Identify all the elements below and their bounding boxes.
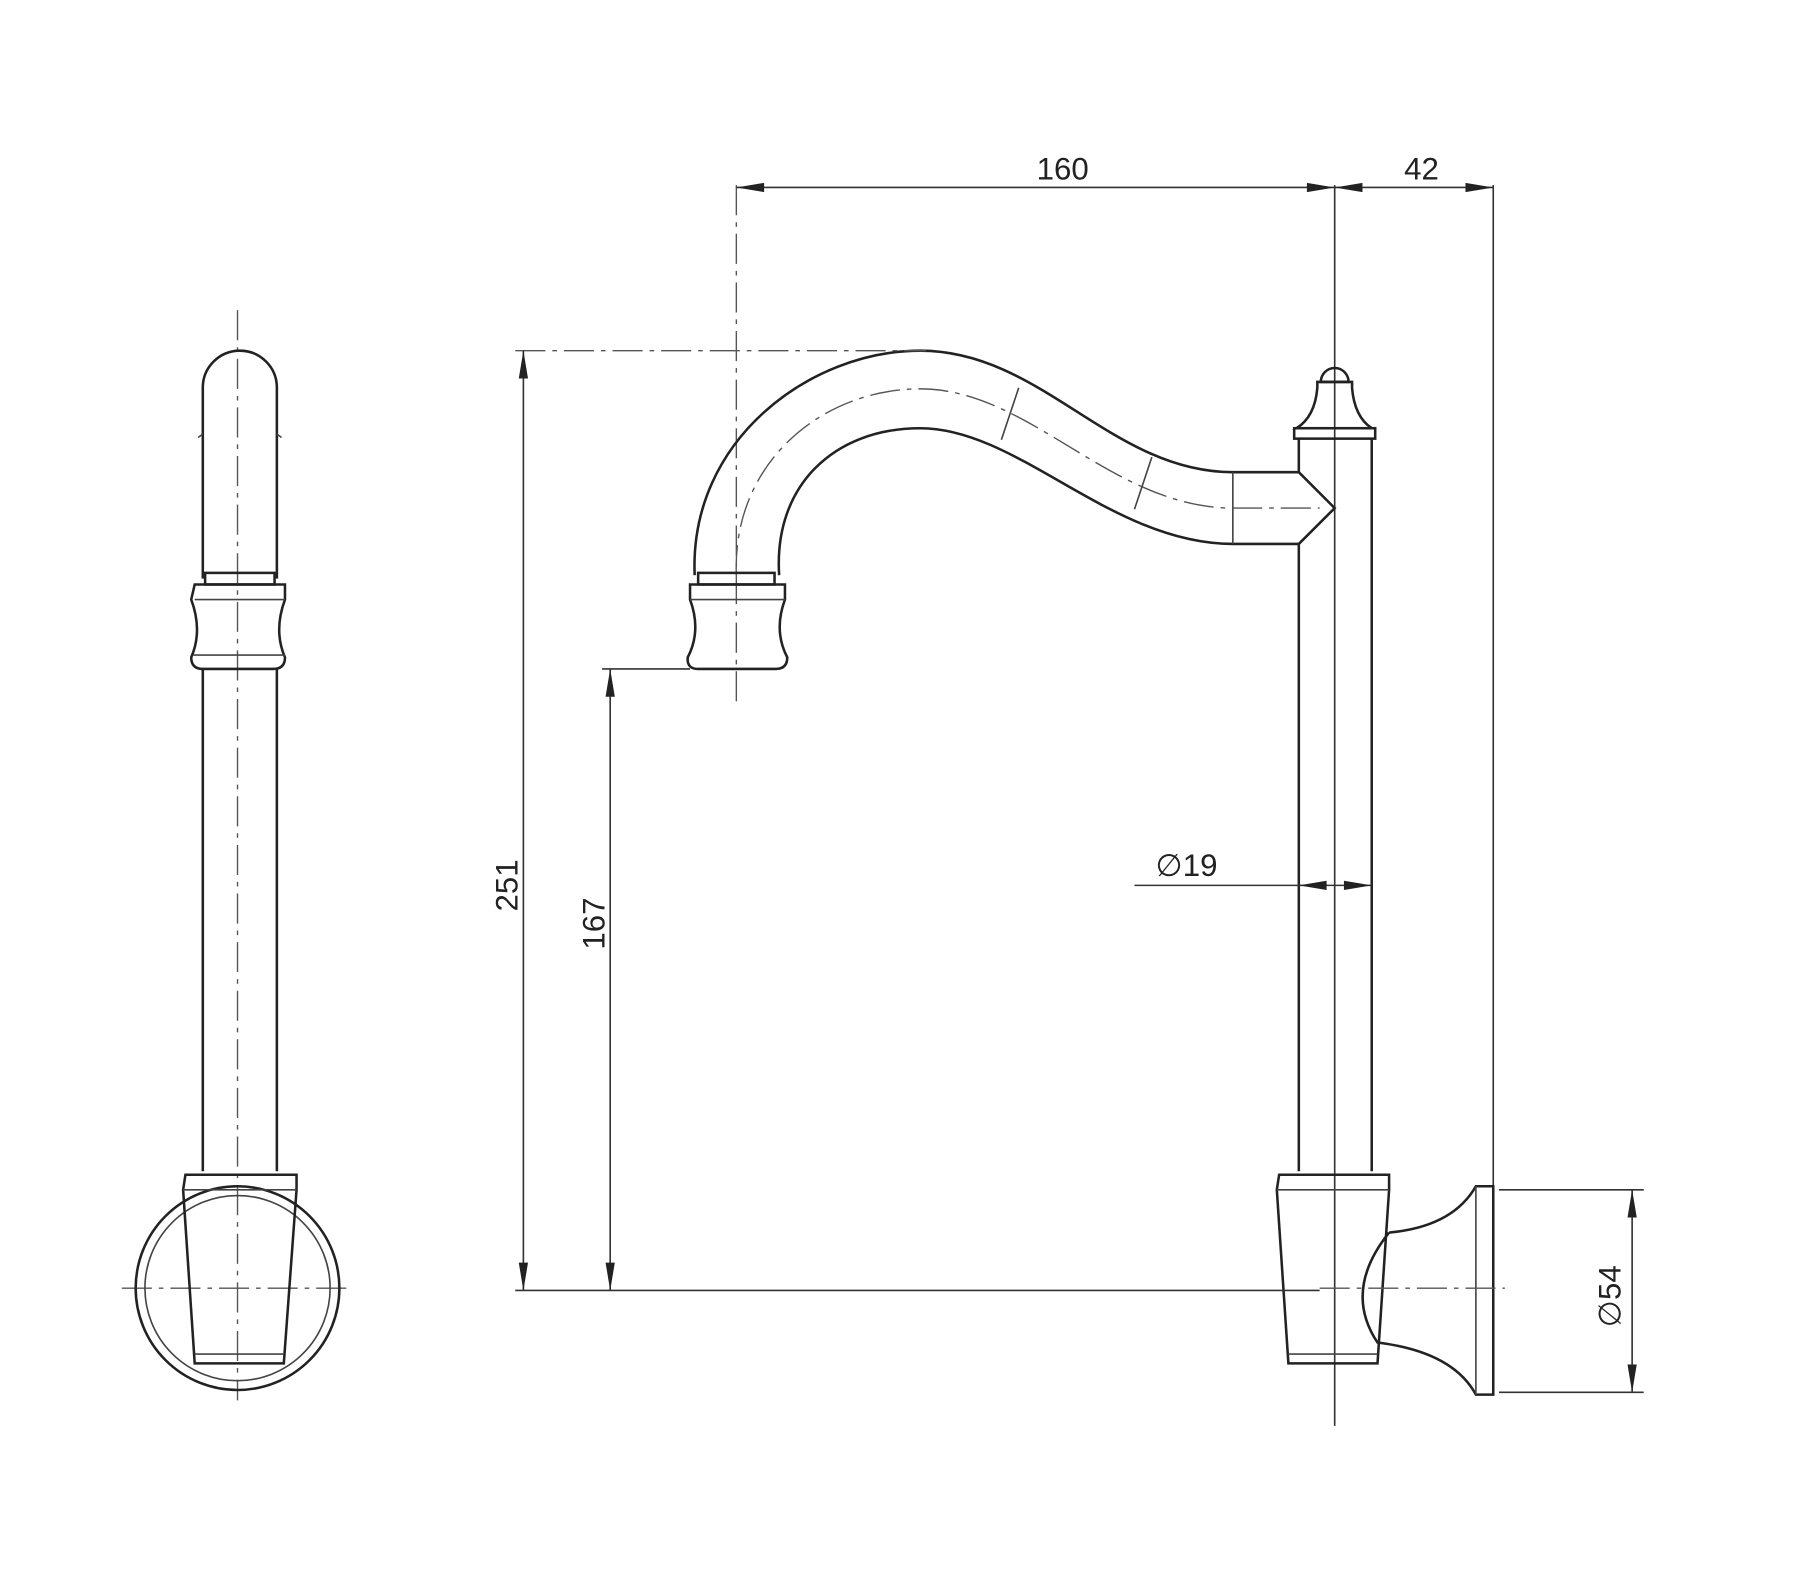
dimension-diameter-19-label: ∅19 [1156, 848, 1218, 883]
dimension-167-label: 167 [576, 898, 611, 950]
dimension-167: 167 [576, 668, 691, 1291]
dimension-251: 251 [490, 349, 1320, 1292]
dimension-diameter-54: ∅54 [1499, 1188, 1644, 1394]
dimension-251-label: 251 [490, 859, 525, 911]
dimension-42-label: 42 [1404, 151, 1439, 186]
front-view [686, 185, 1505, 1426]
dimension-diameter-54-label: ∅54 [1593, 1265, 1628, 1327]
dimension-160: 160 [736, 151, 1335, 193]
dimension-diameter-19: ∅19 [1134, 848, 1372, 891]
dimension-160-label: 160 [1037, 151, 1089, 186]
dimension-42: 42 [1334, 151, 1494, 193]
side-view [121, 310, 354, 1401]
